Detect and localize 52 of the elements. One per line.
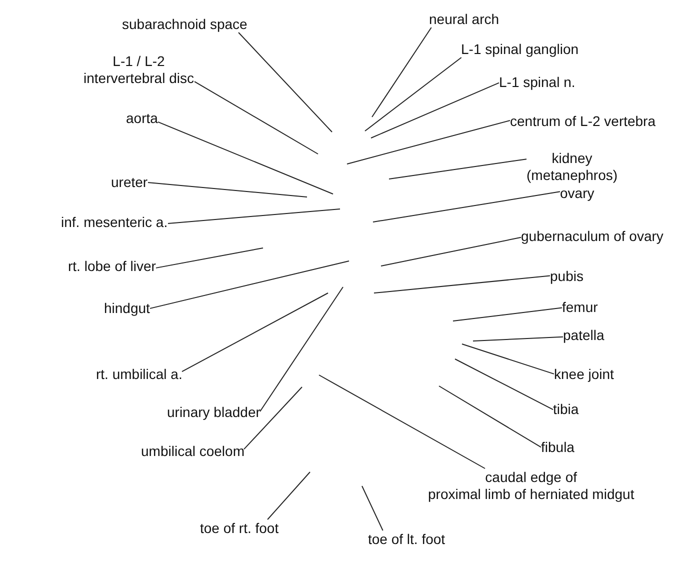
callout-label: hindgut	[104, 300, 150, 316]
leader-line	[380, 236, 522, 266]
leader-line	[158, 121, 334, 194]
leader-line	[372, 27, 432, 118]
leader-line	[438, 386, 542, 448]
leader-line	[346, 120, 510, 164]
callout-label: ureter	[111, 174, 148, 190]
callout-label: L-1 / L-2 intervertebral disc	[84, 52, 194, 86]
callout-label: ovary	[560, 184, 594, 202]
callout-label: knee joint	[554, 366, 614, 382]
leader-line	[454, 358, 554, 410]
callout-label: inf. mesenteric a.	[61, 214, 168, 230]
callout-label: gubernaculum of ovary	[521, 228, 664, 244]
callout-label: L-1 spinal ganglion	[461, 40, 579, 58]
leader-line	[472, 336, 564, 342]
callout-label: kidney (metanephros)	[526, 150, 618, 184]
leader-line	[267, 472, 310, 520]
leader-line	[148, 182, 308, 198]
callout-label: rt. lobe of liver	[68, 258, 156, 274]
leader-line	[182, 292, 328, 372]
callout-label: tibia	[553, 400, 579, 418]
callout-label: patella	[563, 326, 604, 344]
callout-label: toe of lt. foot	[368, 530, 446, 548]
callout-label: rt. umbilical a.	[96, 366, 182, 382]
leader-line	[370, 82, 500, 138]
leader-line	[194, 81, 318, 154]
leader-line	[150, 260, 350, 309]
leader-line	[364, 57, 462, 132]
leader-line	[462, 344, 554, 374]
leader-line	[374, 275, 550, 294]
callout-label: neural arch	[429, 10, 500, 28]
leader-line	[372, 191, 560, 222]
leader-line	[168, 208, 340, 224]
callout-label: umbilical coelom	[141, 442, 244, 460]
callout-label: toe of rt. foot	[200, 520, 279, 536]
leader-line	[260, 286, 344, 412]
callout-label: L-1 spinal n.	[499, 74, 576, 90]
leader-line	[244, 386, 302, 450]
callout-label: subarachnoid space	[122, 16, 248, 32]
leader-line	[318, 374, 486, 469]
callout-label: pubis	[550, 268, 584, 284]
callout-label: fibula	[541, 438, 574, 456]
callout-label: femur	[562, 298, 598, 316]
leader-line	[452, 307, 562, 322]
callout-label: centrum of L-2 vertebra	[510, 112, 656, 130]
leader-line	[238, 32, 332, 132]
callout-label: caudal edge of proximal limb of herniated midgut	[428, 468, 634, 502]
callout-label: urinary bladder	[167, 404, 260, 420]
callout-label: aorta	[126, 110, 158, 126]
leader-line	[362, 486, 384, 531]
leader-line	[156, 248, 264, 268]
leader-line	[388, 158, 527, 180]
